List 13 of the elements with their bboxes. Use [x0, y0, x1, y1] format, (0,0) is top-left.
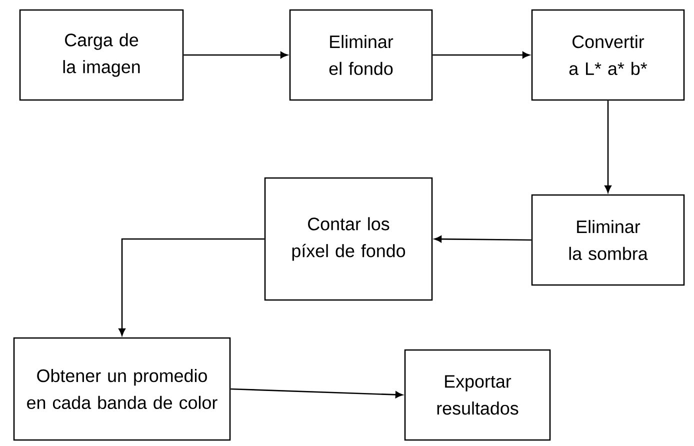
process-box: Eliminar el fondo: [289, 9, 433, 101]
process-box: Obtener un promedio en cada banda de color: [13, 337, 231, 441]
arrow: [118, 238, 264, 336]
arrow: [432, 52, 530, 58]
process-box: Convertir a L* a* b*: [531, 9, 685, 101]
process-box: Eliminar la sombra: [531, 194, 685, 286]
process-box: Contar los píxel de fondo: [264, 177, 433, 301]
process-box: Exportar resultados: [404, 349, 551, 441]
arrow: [604, 100, 612, 193]
arrow: [434, 236, 532, 242]
arrow: [230, 388, 403, 398]
process-box: Carga de la imagen: [19, 9, 184, 101]
arrow: [184, 52, 288, 58]
